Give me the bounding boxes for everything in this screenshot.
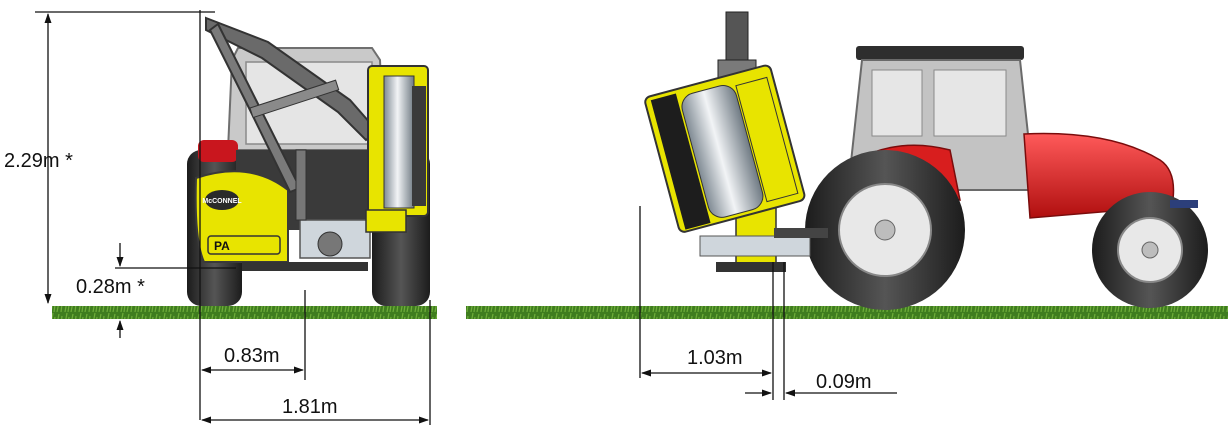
side-view-flail [644,11,828,272]
model-badge: PA [214,239,230,253]
side-view-dimensions [639,206,897,400]
dim-reach-offset: 0.83m [224,345,280,367]
rear-view-dimensions [35,10,431,425]
dim-ground-clearance: 0.28m * [76,276,145,298]
dim-height-total: 2.29m * [4,150,73,172]
rear-view-machine: McCONNEL PA [187,16,430,306]
dim-overall-width: 1.81m [282,396,338,418]
dim-side-reach: 1.03m [687,347,743,369]
flail-head-vertical [365,65,429,233]
ground-right [466,306,1228,319]
brand-badge: McCONNEL [202,198,242,205]
cab-roof [856,46,1024,60]
side-view-tractor [805,46,1208,310]
ground-left [52,306,437,319]
dim-side-offset: 0.09m [816,371,872,393]
